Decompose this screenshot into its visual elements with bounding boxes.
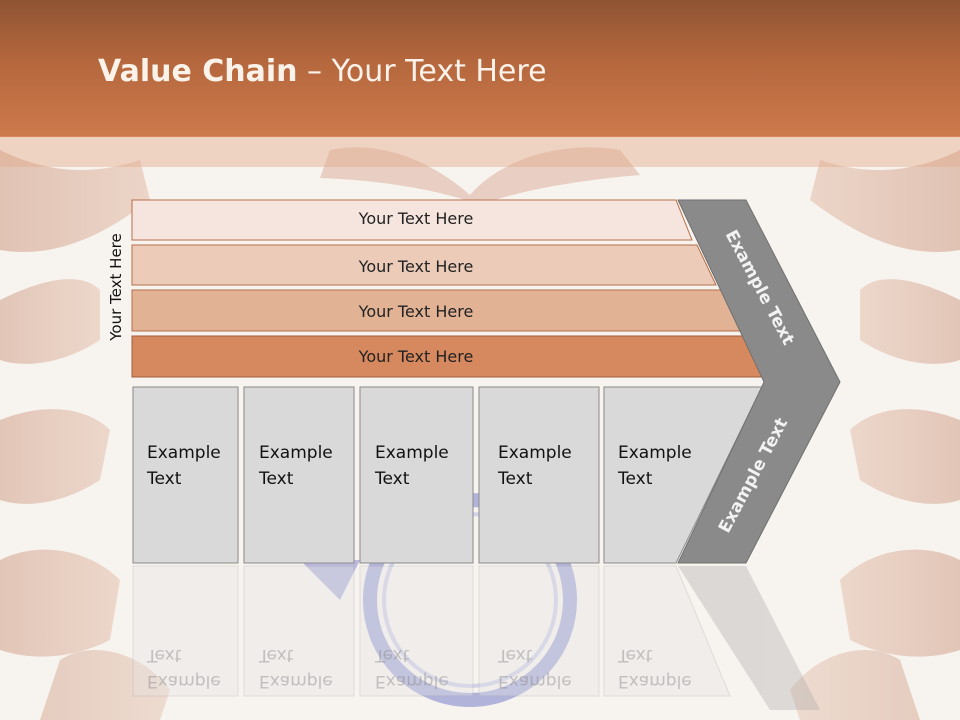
bar-1[interactable] (131, 199, 693, 241)
box-2-line1: Example (259, 443, 333, 463)
box-1[interactable] (132, 386, 239, 564)
reflection-box-2-line1: Example (259, 671, 333, 691)
reflection-labels: Example Text Example Text Example Text E… (146, 645, 692, 691)
slide-title: Value Chain – Your Text Here (98, 52, 547, 92)
box-2[interactable] (243, 386, 355, 564)
box-5-line2: Text (617, 469, 653, 489)
reflection-box-3-line1: Example (375, 671, 449, 691)
box-4[interactable] (478, 386, 600, 564)
box-3-line1: Example (375, 443, 449, 463)
reflection-box-5-line1: Example (618, 671, 692, 691)
box-3[interactable] (359, 386, 474, 564)
bar-2[interactable] (131, 244, 717, 286)
box-2-line2: Text (258, 469, 294, 489)
header-strip (0, 137, 960, 167)
bar-2-label: Your Text Here (358, 257, 474, 276)
box-4-line2: Text (497, 469, 533, 489)
box-1-line1: Example (147, 443, 221, 463)
title-rest: – Your Text Here (297, 54, 547, 89)
reflection-box-1-line1: Example (147, 671, 221, 691)
bar-1-label: Your Text Here (358, 209, 474, 228)
box-5[interactable] (603, 386, 763, 564)
reflection-box-5-line2: Text (617, 645, 653, 665)
reflection-box-3-line2: Text (374, 645, 410, 665)
box-1-line2: Text (146, 469, 182, 489)
box-5-line1: Example (618, 443, 692, 463)
bar-4-label: Your Text Here (358, 347, 474, 366)
reflection-box-4-line1: Example (498, 671, 572, 691)
box-4-line1: Example (498, 443, 572, 463)
bar-3-label: Your Text Here (358, 302, 474, 321)
reflection-box-2-line2: Text (258, 645, 294, 665)
box-3-line2: Text (374, 469, 410, 489)
diagram-reflection (132, 565, 820, 710)
chevron-arrow[interactable] (677, 199, 841, 564)
title-band (0, 0, 960, 137)
reflection-box-1-line2: Text (146, 645, 182, 665)
reflection-box-4-line2: Text (497, 645, 533, 665)
title-bold: Value Chain (98, 54, 298, 89)
